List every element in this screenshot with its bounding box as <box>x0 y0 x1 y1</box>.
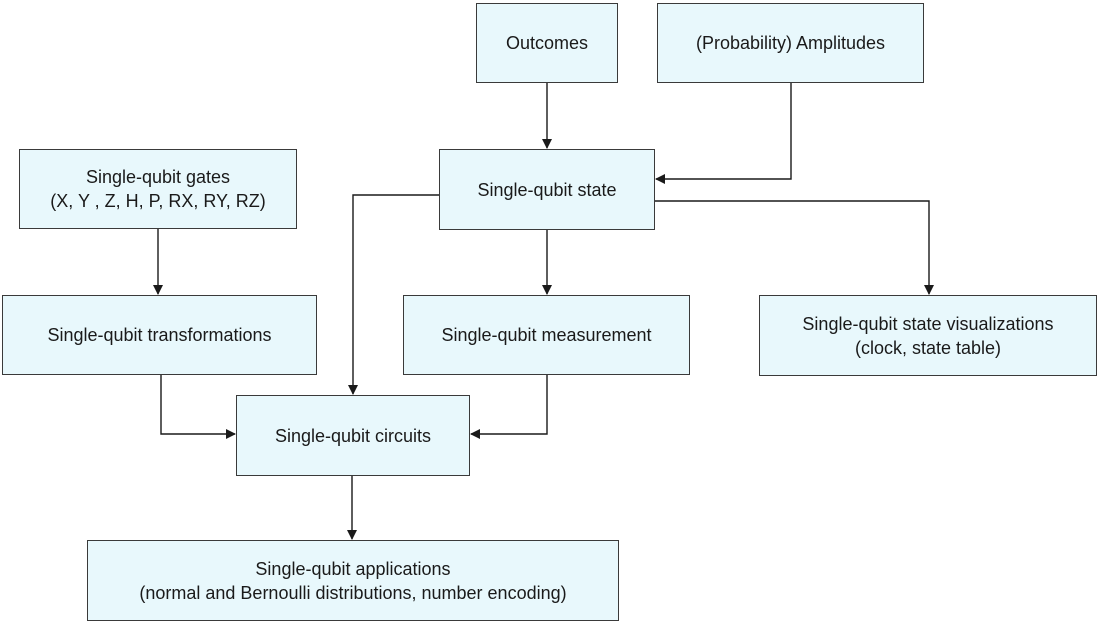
outcomes-label: Outcomes <box>505 33 589 53</box>
arrow-transformations-to-circuits <box>160 375 236 439</box>
gates-label: Single-qubit gates <box>85 167 231 187</box>
outcomes-box: Outcomes <box>476 3 618 83</box>
arrow-amplitudes-to-state <box>655 83 792 184</box>
transformations-label: Single-qubit transformations <box>47 325 272 345</box>
applications-label: Single-qubit applications <box>255 558 451 579</box>
single-qubit-applications-box: Single-qubit applications (normal and Be… <box>87 540 619 621</box>
single-qubit-gates-box: Single-qubit gates (X, Y , Z, H, P, RX, … <box>19 149 297 229</box>
single-qubit-measurement-box: Single-qubit measurement <box>403 295 690 375</box>
visualizations-label: Single-qubit state visualizations <box>802 313 1054 334</box>
gates-list: (X, Y , Z, H, P, RX, RY, RZ) <box>50 191 266 211</box>
single-qubit-transformations-box: Single-qubit transformations <box>2 295 317 375</box>
single-qubit-circuits-box: Single-qubit circuits <box>236 395 470 476</box>
circuits-label: Single-qubit circuits <box>274 425 432 446</box>
amplitudes-label: (Probability) Amplitudes <box>695 33 886 53</box>
amplitudes-box: (Probability) Amplitudes <box>657 3 924 83</box>
visualizations-detail: (clock, state table) <box>854 337 1002 358</box>
arrow-state-to-visualizations <box>655 200 934 295</box>
single-qubit-visualizations-box: Single-qubit state visualizations (clock… <box>759 295 1097 376</box>
arrow-state-to-circuits <box>348 194 439 395</box>
arrow-measurement-to-circuits <box>470 375 548 439</box>
single-qubit-state-box: Single-qubit state <box>439 149 655 230</box>
applications-detail: (normal and Bernoulli distributions, num… <box>139 582 567 603</box>
state-label: Single-qubit state <box>477 179 617 200</box>
measurement-label: Single-qubit measurement <box>441 325 652 345</box>
